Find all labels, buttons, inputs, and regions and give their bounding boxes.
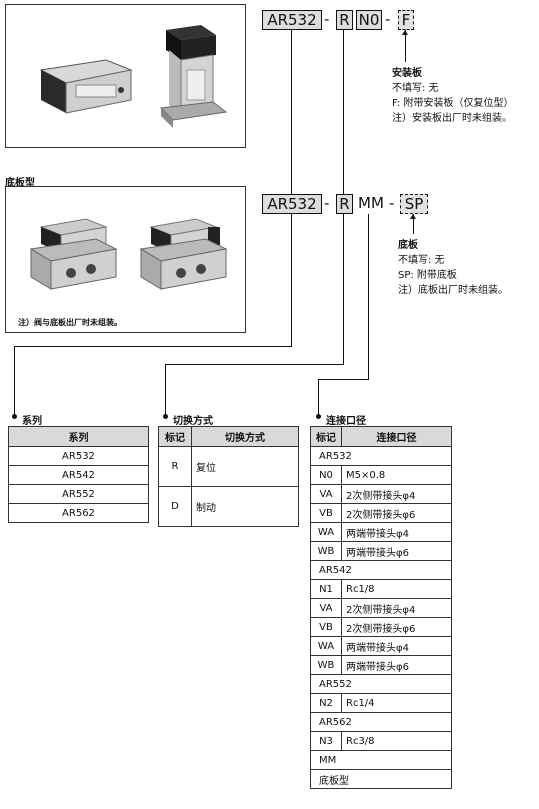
port-mark: WB [310, 655, 342, 675]
d1-note-line-3: 注）安装板出厂时未组装。 [392, 113, 512, 124]
series-header: 系列 [8, 426, 149, 447]
switch-type: 复位 [191, 446, 299, 487]
series-leader-v1 [291, 30, 292, 194]
switch-leader-v3 [165, 364, 166, 416]
d1-option-code: F [398, 10, 414, 30]
port-mark: N2 [310, 693, 342, 713]
switch-table: 标记 切换方式 R 复位 D 制动 [158, 426, 299, 527]
switch-type: 制动 [191, 486, 299, 527]
port-leader-v2 [368, 214, 369, 379]
port-size: 两端带接头φ6 [341, 655, 452, 675]
valve-image-vertical [159, 25, 228, 128]
d1-note: 安装板 不填写: 无 F: 附带安装板（仅复位型） 注）安装板出厂时未组装。 [392, 66, 514, 126]
port-mark: N0 [310, 465, 342, 485]
port-group-label: AR542 [310, 560, 452, 580]
series-title: 系列 [22, 416, 42, 427]
d2-note: 底板 不填写: 无 SP: 附带底板 注）底板出厂时未组装。 [398, 238, 508, 298]
port-footer-desc: 底板型 [310, 769, 452, 789]
port-size: 两端带接头φ4 [341, 636, 452, 656]
series-leader-v3 [14, 346, 15, 416]
port-size: Rc3/8 [341, 731, 452, 751]
switch-leader-h [165, 364, 344, 365]
port-dot-icon [316, 414, 321, 419]
port-size: 2次侧带接头φ4 [341, 598, 452, 618]
port-size: 2次侧带接头φ4 [341, 484, 452, 504]
switch-leader-v1 [343, 30, 344, 194]
port-group-label: AR532 [310, 446, 452, 466]
series-dot-icon [12, 414, 17, 419]
port-size: Rc1/4 [341, 693, 452, 713]
product-photo-top [5, 4, 246, 148]
d1-series-code: AR532 [262, 10, 322, 30]
series-row: AR552 [8, 484, 149, 504]
switch-dot-icon [163, 414, 168, 419]
series-row: AR532 [8, 446, 149, 466]
d2-arrow-icon [410, 214, 416, 219]
port-group-label: AR552 [310, 674, 452, 694]
port-title: 连接口径 [326, 416, 366, 427]
port-mark: N1 [310, 579, 342, 599]
d2-series-code: AR532 [262, 194, 322, 214]
d1-note-line-1: 不填写: 无 [392, 83, 439, 94]
port-size: 2次侧带接头φ6 [341, 503, 452, 523]
d2-port-code: MM [358, 194, 384, 212]
d1-dash-2: - [385, 10, 391, 28]
d1-note-title: 安装板 [392, 68, 422, 79]
port-mark: VB [310, 503, 342, 523]
d2-dash-2: - [389, 194, 395, 212]
d1-port-code: N0 [356, 10, 382, 30]
d2-note-title: 底板 [398, 240, 418, 251]
port-mark: WA [310, 522, 342, 542]
port-group-label: AR562 [310, 712, 452, 732]
series-row: AR562 [8, 503, 149, 523]
series-row: AR542 [8, 465, 149, 485]
port-size: 两端带接头φ6 [341, 541, 452, 561]
base-type-label: 底板型 [5, 178, 35, 189]
d1-switch-code: R [336, 10, 353, 30]
switch-title: 切换方式 [173, 416, 213, 427]
series-leader-h [14, 346, 292, 347]
product-photo-base: 注）阀与底板出厂时未组装。 [5, 186, 246, 333]
port-mark: VA [310, 484, 342, 504]
series-table: 系列 AR532 AR542 AR552 AR562 [8, 426, 149, 523]
port-mark: WA [310, 636, 342, 656]
d2-option-leader [413, 214, 414, 234]
switch-header-mark: 标记 [158, 426, 192, 447]
port-leader-v3 [318, 379, 319, 416]
port-size: M5×0.8 [341, 465, 452, 485]
port-size: Rc1/8 [341, 579, 452, 599]
d2-option-code: SP [400, 194, 428, 214]
d1-note-line-2: F: 附带安装板（仅复位型） [392, 98, 514, 109]
port-mark: VB [310, 617, 342, 637]
switch-header-type: 切换方式 [191, 426, 299, 447]
switch-mark: D [158, 486, 192, 527]
valve-base-image-2 [139, 218, 228, 290]
d2-note-line-1: 不填写: 无 [398, 255, 445, 266]
d2-note-line-2: SP: 附带底板 [398, 270, 457, 281]
series-leader-v2 [291, 214, 292, 346]
port-leader-h [318, 379, 369, 380]
port-header-mark: 标记 [310, 426, 342, 447]
port-mark: N3 [310, 731, 342, 751]
port-mark: VA [310, 598, 342, 618]
d2-dash-1: - [324, 194, 330, 212]
port-size: 两端带接头φ4 [341, 522, 452, 542]
d2-switch-code: R [336, 194, 353, 214]
port-header-size: 连接口径 [341, 426, 452, 447]
switch-mark: R [158, 446, 192, 487]
valve-base-image-1 [29, 218, 118, 290]
port-mark: WB [310, 541, 342, 561]
port-footer-mark: MM [310, 750, 452, 770]
d2-note-line-3: 注）底板出厂时未组装。 [398, 285, 508, 296]
switch-leader-v2 [343, 214, 344, 364]
photo-note: 注）阀与底板出厂时未组装。 [18, 318, 122, 327]
d1-arrow-icon [402, 30, 408, 35]
valve-image-horizontal [39, 59, 133, 114]
port-size: 2次侧带接头φ6 [341, 617, 452, 637]
d1-dash-1: - [324, 10, 330, 28]
d1-option-leader [405, 30, 406, 62]
